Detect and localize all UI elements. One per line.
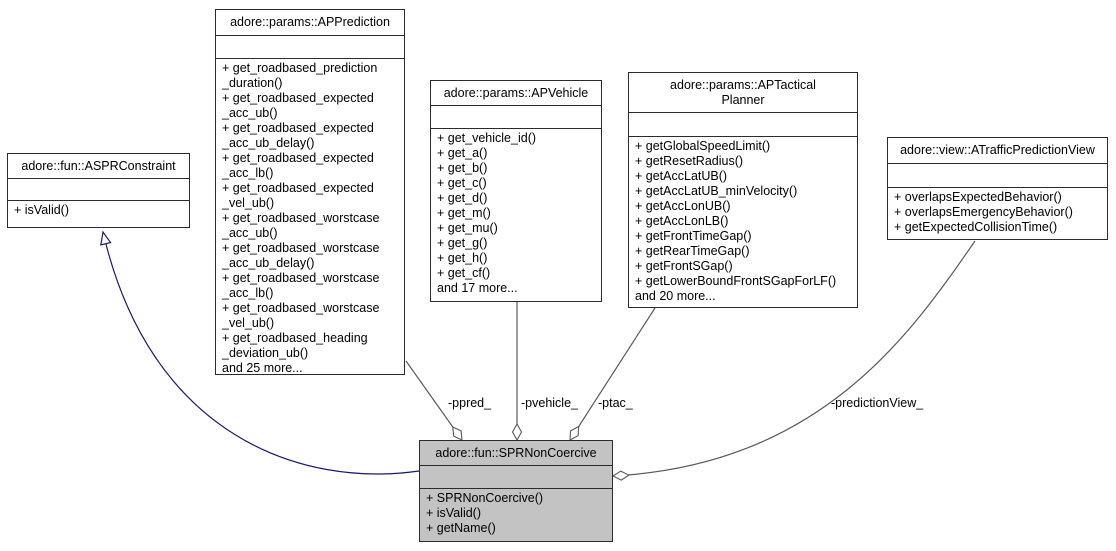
- class-box-apvehicle[interactable]: adore::params::APVehicle + get_vehicle_i…: [430, 80, 602, 302]
- method-line: + get_roadbased_expected: [222, 91, 374, 105]
- method-line: + getAccLatUB(): [635, 169, 728, 183]
- method-line: + getFrontTimeGap(): [635, 229, 752, 243]
- class-attributes-empty: [629, 113, 857, 137]
- edge-label-predictionview: -predictionView_: [831, 396, 924, 410]
- method-line: _acc_ub_delay(): [222, 256, 315, 270]
- method-line: + SPRNonCoercive(): [426, 491, 544, 505]
- class-attributes-empty: [888, 164, 1107, 188]
- class-attributes-empty: [8, 179, 189, 201]
- method-line: _acc_ub(): [222, 226, 278, 240]
- method-line: _acc_ub_delay(): [222, 136, 315, 150]
- class-methods: + isValid(): [8, 201, 189, 218]
- method-line: _duration(): [222, 76, 283, 90]
- class-methods: + getGlobalSpeedLimit()+ getResetRadius(…: [629, 137, 857, 304]
- method-line: _acc_ub(): [222, 106, 278, 120]
- method-line: + getGlobalSpeedLimit(): [635, 139, 771, 153]
- method-line: + getFrontSGap(): [635, 259, 733, 273]
- method-line: + get_roadbased_expected: [222, 151, 374, 165]
- method-line: + get_g(): [437, 236, 488, 250]
- method-line: + overlapsEmergencyBehavior(): [894, 205, 1073, 219]
- edge-label-ptac: -ptac_: [598, 396, 633, 410]
- method-line: + get_d(): [437, 191, 488, 205]
- method-line: _acc_lb(): [222, 286, 274, 300]
- method-line: + getName(): [426, 521, 496, 535]
- method-line: + getRearTimeGap(): [635, 244, 750, 258]
- method-line: + get_b(): [437, 161, 488, 175]
- method-line: + getExpectedCollisionTime(): [894, 220, 1058, 234]
- method-line: + get_cf(): [437, 266, 491, 280]
- method-line: + get_a(): [437, 146, 488, 160]
- method-line: + overlapsExpectedBehavior(): [894, 190, 1062, 204]
- class-box-aptacticalplanner[interactable]: adore::params::APTactical Planner + getG…: [628, 72, 858, 308]
- class-attributes-empty: [431, 106, 601, 129]
- method-line: + get_roadbased_prediction: [222, 61, 378, 75]
- method-line: and 20 more...: [635, 289, 716, 303]
- method-line: + get_roadbased_worstcase: [222, 301, 380, 315]
- method-line: + get_roadbased_worstcase: [222, 211, 380, 225]
- method-line: _acc_lb(): [222, 166, 274, 180]
- method-line: _vel_ub(): [222, 316, 275, 330]
- method-line: + get_roadbased_worstcase: [222, 271, 380, 285]
- class-title: adore::params::APPrediction: [216, 10, 404, 36]
- method-line: + get_mu(): [437, 221, 498, 235]
- class-attributes-empty: [216, 36, 404, 59]
- class-attributes-empty: [420, 466, 612, 489]
- class-methods: + overlapsExpectedBehavior()+ overlapsEm…: [888, 188, 1107, 235]
- method-line: + get_h(): [437, 251, 488, 265]
- class-box-apprediction[interactable]: adore::params::APPrediction + get_roadba…: [215, 9, 405, 375]
- method-line: + isValid(): [426, 506, 481, 520]
- method-line: and 25 more...: [222, 361, 303, 375]
- method-line: + get_vehicle_id(): [437, 131, 537, 145]
- method-line: + get_roadbased_expected: [222, 181, 374, 195]
- class-box-atrafficpredictionview[interactable]: adore::view::ATrafficPredictionView + ov…: [887, 137, 1108, 240]
- method-line: + getAccLonUB(): [635, 199, 731, 213]
- class-methods: + get_roadbased_prediction_duration()+ g…: [216, 59, 404, 376]
- edge-label-ppred: -ppred_: [448, 396, 492, 410]
- class-box-asprconstraint[interactable]: adore::fun::ASPRConstraint + isValid(): [7, 153, 190, 228]
- method-line: _vel_ub(): [222, 196, 275, 210]
- class-methods: + SPRNonCoercive()+ isValid()+ getName(): [420, 489, 612, 536]
- method-line: and 17 more...: [437, 281, 518, 295]
- class-box-sprnoncoercive[interactable]: adore::fun::SPRNonCoercive + SPRNonCoerc…: [419, 440, 613, 542]
- method-line: + getLowerBoundFrontSGapForLF(): [635, 274, 837, 288]
- edge-label-pvehicle: -pvehicle_: [521, 396, 578, 410]
- method-line: + getAccLonLB(): [635, 214, 729, 228]
- method-line: + get_c(): [437, 176, 487, 190]
- class-title: adore::fun::ASPRConstraint: [8, 154, 189, 179]
- method-line: _deviation_ub(): [222, 346, 309, 360]
- class-title: adore::params::APVehicle: [431, 81, 601, 106]
- class-title: adore::view::ATrafficPredictionView: [888, 138, 1107, 164]
- method-line: + get_m(): [437, 206, 491, 220]
- method-line: + getResetRadius(): [635, 154, 744, 168]
- class-methods: + get_vehicle_id()+ get_a()+ get_b()+ ge…: [431, 129, 601, 296]
- class-title: adore::params::APTactical Planner: [629, 73, 857, 113]
- method-line: + get_roadbased_expected: [222, 121, 374, 135]
- method-line: + get_roadbased_worstcase: [222, 241, 380, 255]
- method-line: + isValid(): [14, 203, 69, 217]
- edge-ptac: [570, 307, 656, 440]
- class-title: adore::fun::SPRNonCoercive: [420, 441, 612, 466]
- method-line: + getAccLatUB_minVelocity(): [635, 184, 798, 198]
- method-line: + get_roadbased_heading: [222, 331, 368, 345]
